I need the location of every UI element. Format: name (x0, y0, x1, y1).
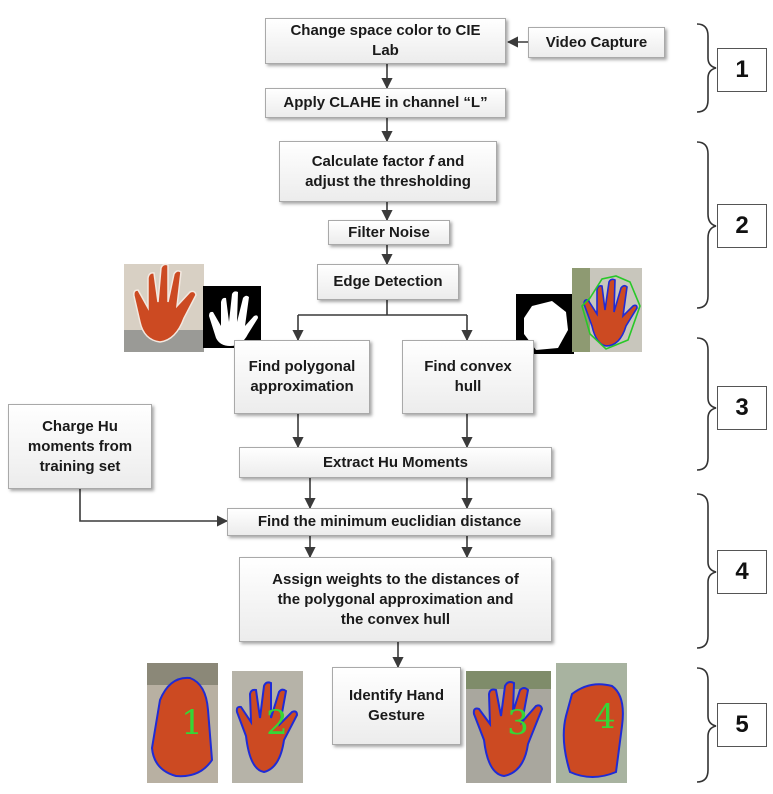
charge-hu-box: Charge Hu moments from training set (8, 404, 152, 489)
stage-number-2: 2 (717, 204, 767, 248)
edge-detection-label: Edge Detection (333, 273, 443, 290)
calculate-factor-box: Calculate factor f and adjust the thresh… (279, 141, 497, 202)
gesture-label-1: 1 (181, 703, 203, 743)
gesture-labels: 1 2 3 4 (181, 697, 616, 743)
filter-noise-box: Filter Noise (328, 220, 450, 245)
calculate-factor-text: Calculate factor (311, 152, 429, 170)
gesture-photo-icon (147, 663, 627, 783)
brace-stage-3 (696, 337, 717, 471)
assign-weights-box: Assign weights to the distances of the p… (239, 557, 552, 642)
extract-hu-box: Extract Hu Moments (239, 447, 552, 478)
brace-stage-1 (696, 23, 717, 113)
change-color-space-label: Change space color to CIE Lab (290, 22, 481, 59)
change-color-space-box: Change space color to CIE Lab (265, 18, 506, 64)
stage-number-5: 5 (717, 703, 767, 747)
adjust-threshold-text: and adjust the thresholding (305, 152, 471, 190)
arrow-hu-to-min (79, 489, 229, 527)
factor-variable: f (428, 152, 434, 170)
find-polygonal-label: Find polygonal approximation (248, 358, 356, 395)
hand-hull-photo-icon (572, 268, 642, 352)
stage-number-4: 4 (717, 550, 767, 594)
stage-number-3: 3 (717, 386, 767, 430)
extract-hu-label: Extract Hu Moments (322, 453, 469, 471)
find-convex-hull-box: Find convex hull (402, 340, 534, 414)
apply-clahe-box: Apply CLAHE in channel “L” (265, 88, 506, 118)
identify-gesture-label: Identify Hand Gesture (348, 687, 444, 724)
video-capture-label: Video Capture (545, 33, 648, 51)
apply-clahe-label: Apply CLAHE in channel “L” (283, 94, 488, 111)
edge-detection-box: Edge Detection (317, 264, 459, 300)
brace-stage-4 (696, 493, 717, 649)
assign-weights-label: Assign weights to the distances of the p… (272, 570, 519, 628)
gesture-label-2: 2 (266, 703, 288, 743)
find-convex-hull-label: Find convex hull (424, 358, 512, 395)
brace-stage-5 (696, 667, 717, 783)
identify-gesture-box: Identify Hand Gesture (332, 667, 461, 745)
filter-noise-label: Filter Noise (348, 223, 430, 241)
brace-stage-2 (696, 141, 717, 309)
calculate-factor-label: Calculate factor f and adjust the thresh… (305, 152, 471, 192)
hand-photo-icon (124, 263, 204, 352)
gesture-label-3: 3 (507, 703, 529, 743)
gesture-label-4: 4 (594, 697, 616, 737)
video-capture-box: Video Capture (528, 27, 665, 58)
find-min-distance-label: Find the minimum euclidian distance (257, 513, 522, 530)
find-min-distance-box: Find the minimum euclidian distance (227, 508, 552, 536)
charge-hu-label: Charge Hu moments from training set (27, 417, 133, 475)
hand-mask-icon (203, 286, 261, 348)
find-polygonal-box: Find polygonal approximation (234, 340, 370, 414)
stage-number-1: 1 (717, 48, 767, 92)
